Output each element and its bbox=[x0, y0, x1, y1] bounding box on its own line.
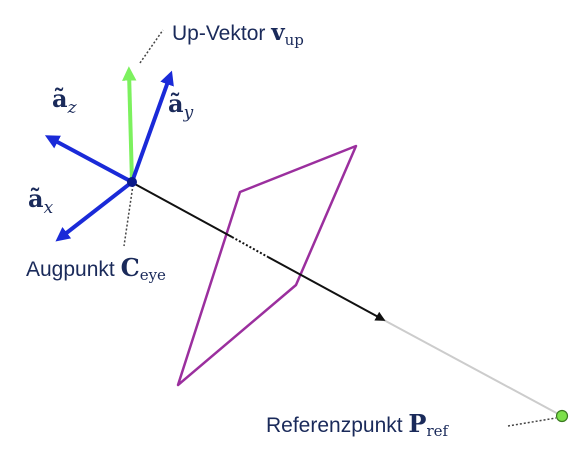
view-ray-near-segment bbox=[132, 182, 233, 238]
view-ray-hidden-segment bbox=[231, 236, 269, 258]
eye-point-label: Augpunkt Ceye bbox=[26, 253, 166, 284]
view-ray-far-segment bbox=[379, 317, 563, 417]
axis-y-label: ãy bbox=[168, 89, 194, 123]
up-vector-leader-line bbox=[139, 29, 164, 64]
up-vector-arrow bbox=[122, 66, 137, 183]
eye-point-marker bbox=[127, 177, 137, 187]
axis-z-label: ãz bbox=[52, 84, 78, 118]
axis-x-label: ãx bbox=[28, 184, 54, 218]
axis-x-arrow bbox=[55, 180, 134, 242]
reference-point-leader-line bbox=[507, 417, 557, 427]
view-ray-arrow bbox=[267, 256, 386, 321]
axis-z-arrow bbox=[44, 135, 133, 184]
reference-point-marker bbox=[555, 409, 569, 423]
image-plane bbox=[176, 144, 358, 387]
up-vector-label: Up-Vektor vup bbox=[172, 19, 304, 49]
eye-point-leader-line bbox=[123, 184, 134, 247]
axis-y-arrow bbox=[130, 70, 174, 183]
reference-point-label: Referenzpunkt Pref bbox=[266, 409, 450, 440]
